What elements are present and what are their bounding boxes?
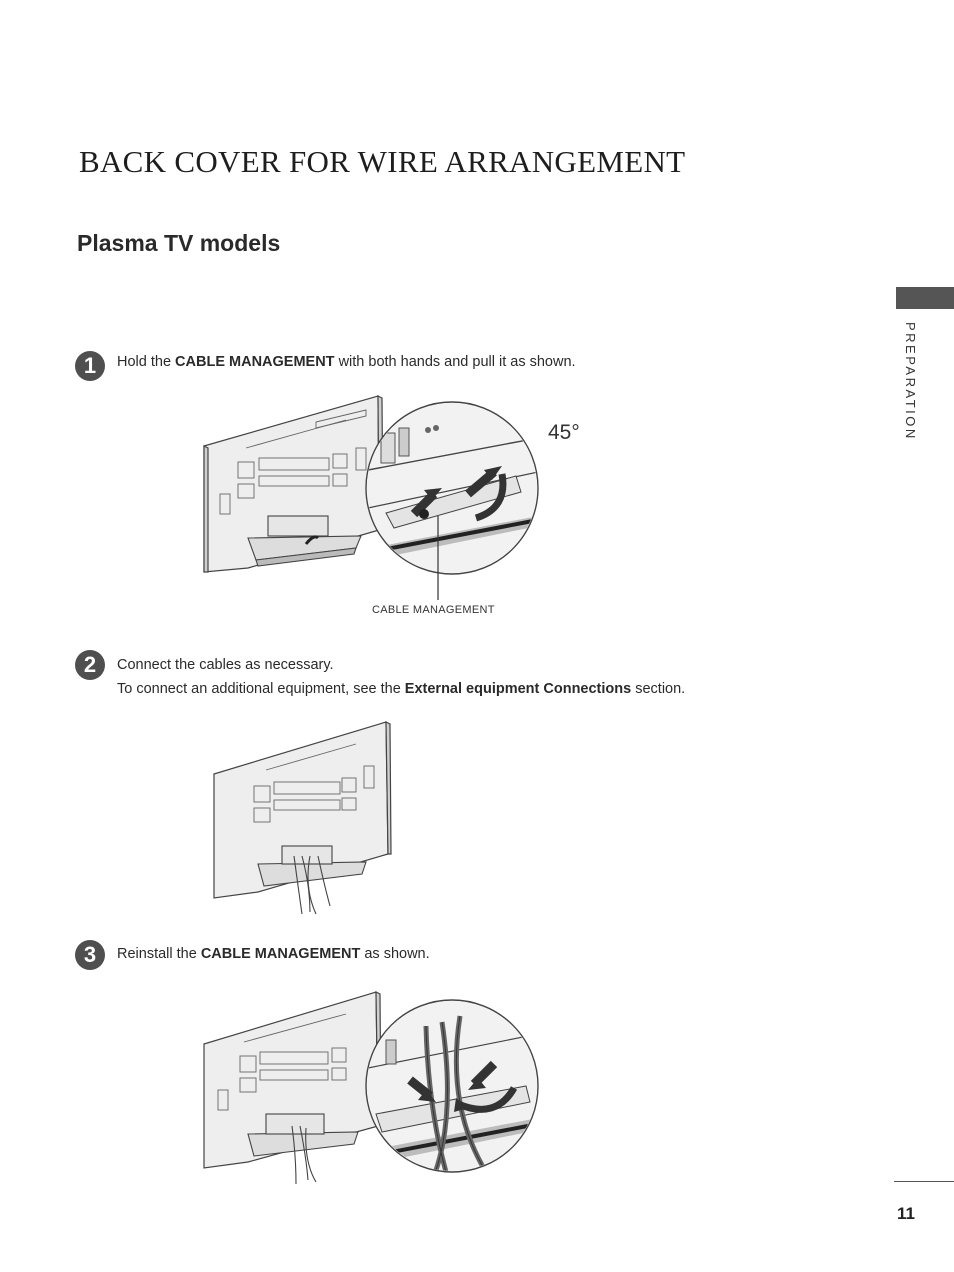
step-3-badge: 3 <box>75 940 105 970</box>
step-3-text: Reinstall the CABLE MANAGEMENT as shown. <box>117 942 430 966</box>
step-1-badge: 1 <box>75 351 105 381</box>
step-1-illustration <box>203 395 539 600</box>
step-2-illustration <box>213 721 392 915</box>
section-title: Plasma TV models <box>77 230 281 256</box>
step-3-text-bold: CABLE MANAGEMENT <box>200 946 361 962</box>
step-2-line-1: Connect the cables as necessary. <box>117 657 334 673</box>
cables <box>293 855 331 915</box>
step-2-line-2: To connect an additional equipment, see … <box>117 677 685 701</box>
angle-label: 45° <box>548 421 580 444</box>
page-title: BACK COVER FOR WIRE ARRANGEMENT <box>79 144 686 179</box>
step-1-text: Hold the CABLE MANAGEMENT with both hand… <box>117 350 576 374</box>
page-number: 11 <box>897 1204 915 1223</box>
step-1-text-bold: CABLE MANAGEMENT <box>175 354 335 370</box>
step-2-line-2-bold: External equipment Connections <box>404 681 632 697</box>
page-number-rule <box>894 1181 954 1182</box>
step-1-text-pre: Hold the <box>117 354 176 370</box>
tv-stand <box>247 515 362 567</box>
side-tab-label: PREPARATION <box>903 322 918 441</box>
step-1-text-post: with both hands and pull it as shown. <box>334 354 576 370</box>
step-2-line-2-pre: To connect an additional equipment, see … <box>117 681 405 697</box>
step-3-text-post: as shown. <box>360 946 430 962</box>
side-tab-marker <box>896 287 954 309</box>
step-3-text-pre: Reinstall the <box>117 946 201 962</box>
step-2-badge: 2 <box>75 650 105 680</box>
step-3-illustration <box>203 991 539 1185</box>
cable-management-callout: CABLE MANAGEMENT <box>372 604 495 616</box>
rotate-arrow <box>474 473 507 522</box>
step-2-line-2-post: section. <box>631 681 686 697</box>
